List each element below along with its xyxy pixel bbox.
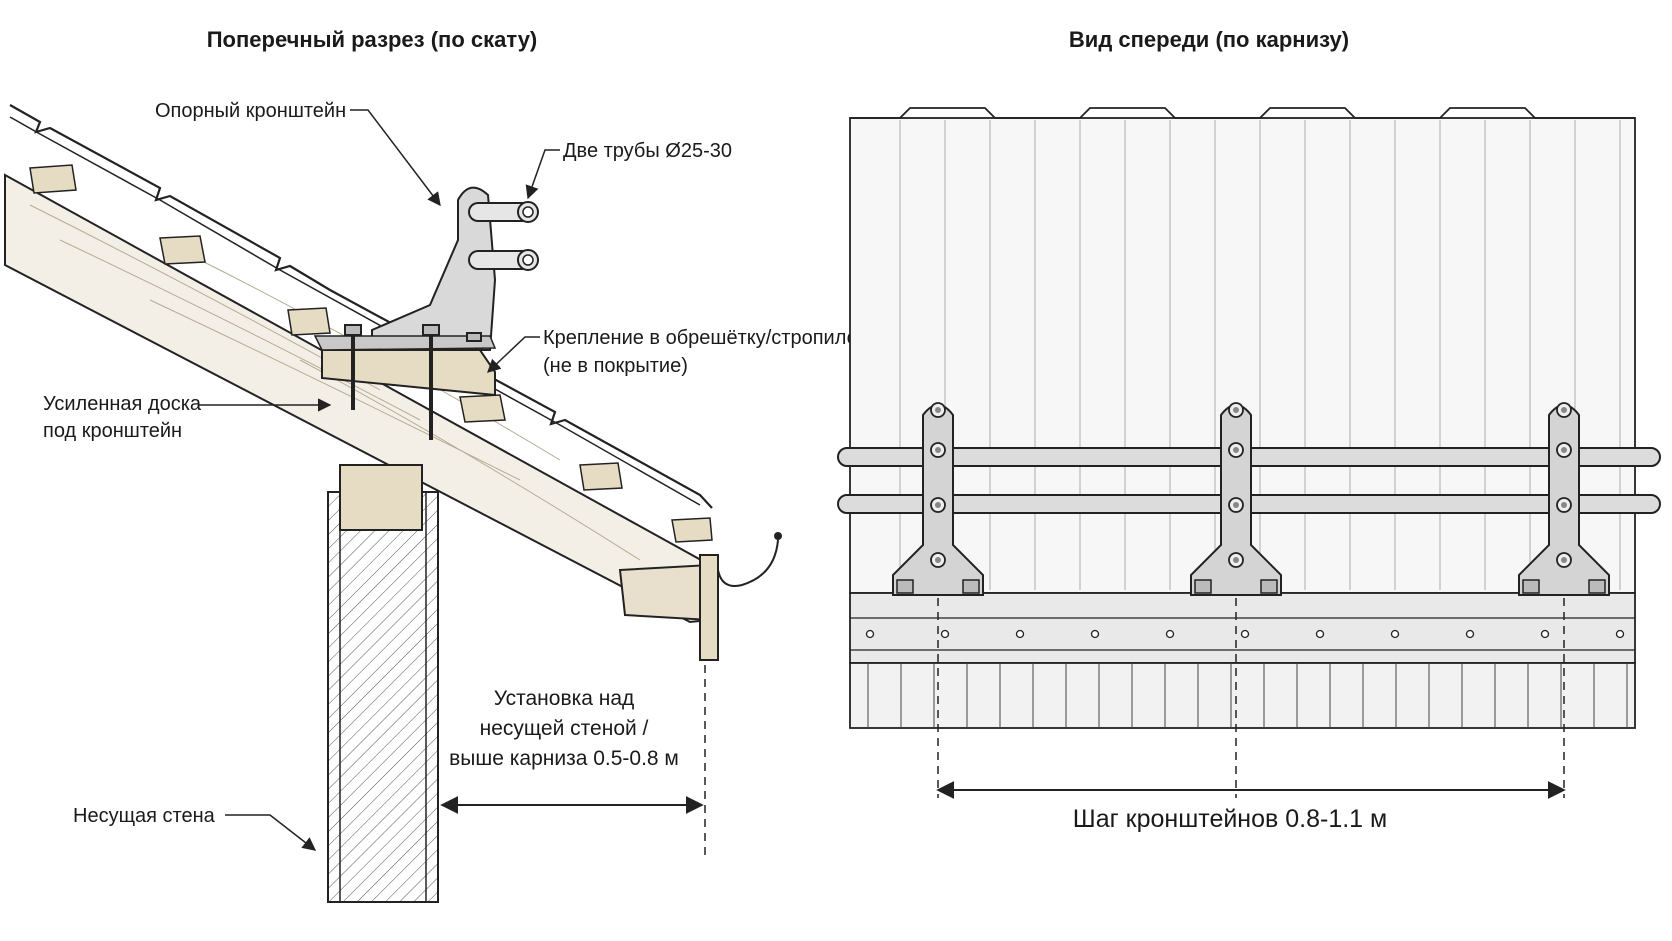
siding-lines xyxy=(867,663,1628,728)
section-title: Поперечный разрез (по скату) xyxy=(207,27,538,52)
bolt-core xyxy=(935,502,941,508)
eave-fastener xyxy=(1390,629,1400,639)
spacing-label: Шаг кронштейнов 0.8-1.1 м xyxy=(1073,805,1387,833)
mount-label-2: (не в покрытие) xyxy=(543,355,688,377)
base-bolt xyxy=(896,579,914,594)
bolt-core xyxy=(1561,502,1567,508)
eave-fastener xyxy=(1165,629,1175,639)
wall-label: Несущая стена xyxy=(73,805,216,827)
bolt-core xyxy=(1233,407,1239,413)
eave-fastener xyxy=(1315,629,1325,639)
eave-fastener xyxy=(1540,629,1550,639)
install-dim-line-1: Установка над xyxy=(494,687,635,710)
bolt-core xyxy=(935,447,941,453)
eave-fastener xyxy=(1240,629,1250,639)
bolt-core xyxy=(1233,447,1239,453)
pipes-section xyxy=(468,201,539,271)
bolt-core xyxy=(1561,407,1567,413)
roof-sheet xyxy=(9,104,713,509)
base-bolt xyxy=(1588,579,1606,594)
front-view-title: Вид спереди (по карнизу) xyxy=(1069,27,1349,52)
bolt-core xyxy=(1233,502,1239,508)
eave-fastener xyxy=(940,629,950,639)
base-bolt xyxy=(962,579,980,594)
eave-fastener xyxy=(1015,629,1025,639)
bolt-core xyxy=(1561,557,1567,563)
board-label-1: Усиленная доска xyxy=(43,393,202,415)
bolt-core xyxy=(935,407,941,413)
gutter xyxy=(699,532,782,661)
support-bracket xyxy=(371,186,497,351)
battens xyxy=(29,164,713,543)
bolt-core xyxy=(935,557,941,563)
base-bolt xyxy=(1522,579,1540,594)
install-dim-line-2: несущей стеной / xyxy=(480,717,649,740)
bearing-wall xyxy=(327,491,439,903)
top-plate xyxy=(339,464,423,531)
leader-lines xyxy=(198,109,560,851)
lower-siding xyxy=(849,662,1636,729)
bolt-core xyxy=(1561,447,1567,453)
mounting-screws xyxy=(344,324,482,440)
pipes-label: Две трубы Ø25-30 xyxy=(563,140,732,162)
base-bolt xyxy=(1194,579,1212,594)
bracket xyxy=(1190,402,1282,596)
bracket-axes xyxy=(937,598,1565,798)
eave-fastener xyxy=(1090,629,1100,639)
install-dim-line-3: выше карниза 0.5-0.8 м xyxy=(449,747,679,770)
front-view: Шаг кронштейнов 0.8-1.1 м xyxy=(837,107,1661,833)
bracket-label: Опорный кронштейн xyxy=(155,100,346,122)
bracket xyxy=(892,402,984,596)
support-brackets xyxy=(892,402,1610,596)
mount-label-1: Крепление в обрешётку/стропило xyxy=(543,327,858,349)
eave-fastener xyxy=(865,629,875,639)
base-bolt xyxy=(1260,579,1278,594)
board-label-2: под кронштейн xyxy=(43,420,182,442)
bolt-core xyxy=(1233,557,1239,563)
eave-board xyxy=(849,592,1636,664)
bracket xyxy=(1518,402,1610,596)
cross-section-view: Опорный кронштейн Две трубы Ø25-30 Крепл… xyxy=(4,100,858,903)
eave-fasteners xyxy=(865,629,1625,639)
eave-fastener xyxy=(1615,629,1625,639)
eave-fastener xyxy=(1465,629,1475,639)
rafter-end xyxy=(618,563,711,622)
